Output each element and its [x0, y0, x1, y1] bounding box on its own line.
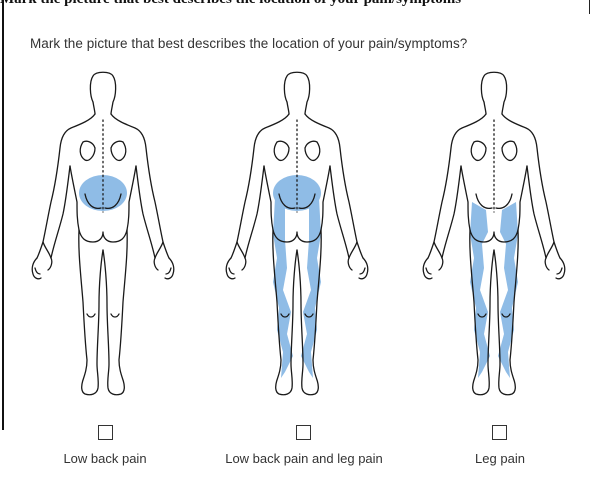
- checkbox-low-back-and-leg-pain[interactable]: [296, 425, 311, 440]
- caption-leg-pain: Leg pain: [475, 451, 525, 466]
- checkbox-leg-pain[interactable]: [492, 425, 507, 440]
- body-figure-low-back-and-leg: [215, 62, 385, 402]
- checkbox-low-back-pain[interactable]: [98, 425, 113, 440]
- cropped-header-text: Mark the picture that best describes the…: [0, 0, 593, 8]
- body-figure-low-back: [21, 62, 191, 402]
- body-figure-leg: [412, 62, 582, 402]
- caption-low-back-and-leg-pain: Low back pain and leg pain: [225, 451, 383, 466]
- caption-low-back-pain: Low back pain: [63, 451, 146, 466]
- left-border-line: [2, 0, 4, 430]
- question-text: Mark the picture that best describes the…: [30, 36, 467, 51]
- right-border-tick: [589, 0, 590, 14]
